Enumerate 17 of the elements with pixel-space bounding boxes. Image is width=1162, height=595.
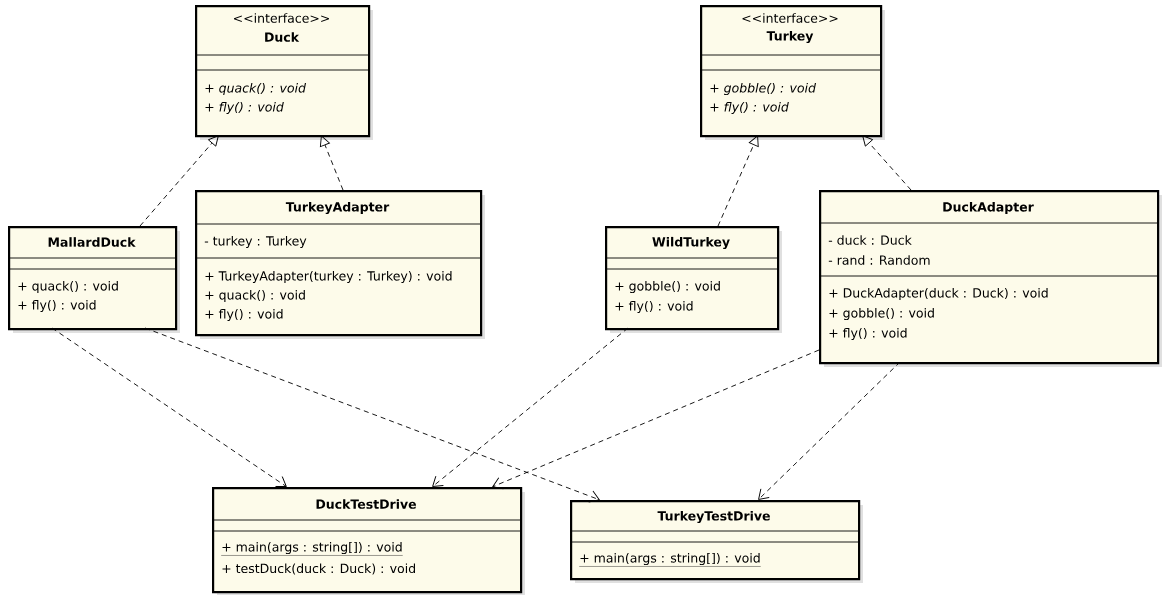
class-box: TurkeyTestDrive + main(args : string[]) : void xyxy=(569,500,863,583)
dependency-arrow xyxy=(758,361,901,500)
class-box: TurkeyAdapter - turkey : Turkey + TurkeyAdapter(turkey : Turkey) : void + quack() : void + fly() : void xyxy=(194,190,485,339)
realization-arrow xyxy=(139,135,219,227)
dependency-arrow xyxy=(144,327,600,503)
class-box: DuckTestDrive + main(args : string[]) : void + testDuck(duck : Duck) : void xyxy=(211,487,525,595)
realization-arrow xyxy=(319,135,344,191)
class-box: MallardDuck + quack() : void + fly() : void xyxy=(7,226,180,333)
dependency-arrow xyxy=(51,327,287,487)
class-box: DuckAdapter - duck : Duck - rand : Random + DuckAdapter(duck : Duck) : void + gobble() : void + fly() : void xyxy=(818,190,1162,367)
class-box: WildTurkey + gobble() : void + fly() : void xyxy=(604,226,782,333)
dependency-arrow xyxy=(432,327,629,487)
class-box: <<interface>> Duck + quack() : void + fly() : void xyxy=(194,5,373,140)
realization-arrow xyxy=(717,135,759,227)
class-box: <<interface>> Turkey + gobble() : void + fly() : void xyxy=(699,5,885,140)
realization-arrow xyxy=(862,135,912,191)
dependency-arrow xyxy=(492,349,820,490)
